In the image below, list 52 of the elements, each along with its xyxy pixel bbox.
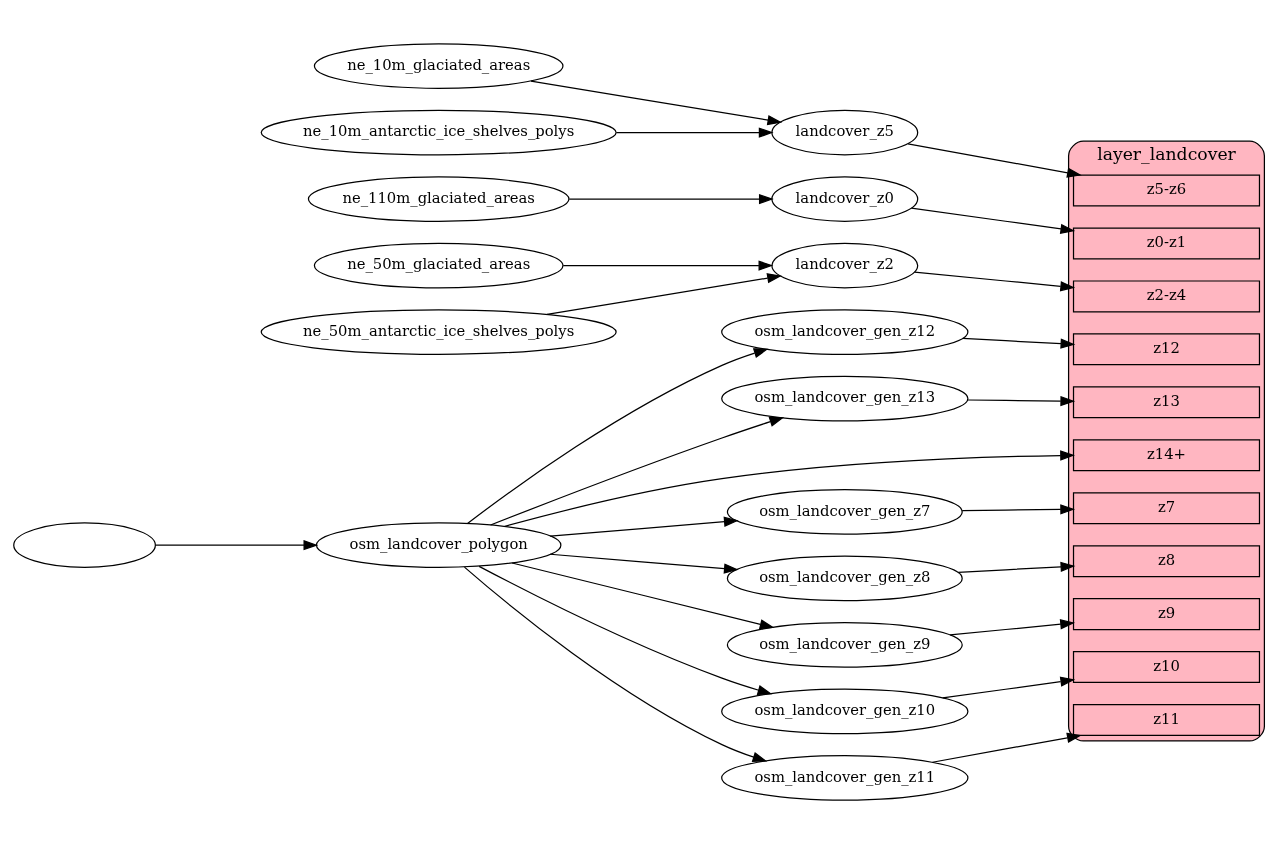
arrow — [562, 259, 774, 271]
node-box: z10 — [1072, 650, 1261, 683]
arrow — [615, 126, 774, 138]
arrow — [931, 732, 1082, 763]
node-ellipse — [13, 521, 156, 568]
node-box: z14+ — [1072, 438, 1261, 471]
node-ellipse: landcover_z5 — [771, 109, 919, 155]
node-ellipse: osm_landcover_gen_z12 — [721, 308, 969, 355]
arrow — [910, 207, 1076, 234]
node-ellipse: osm_landcover_gen_z9 — [726, 621, 963, 668]
arrow — [568, 193, 774, 204]
node-box: z11 — [1072, 703, 1261, 736]
arrow — [489, 416, 785, 526]
arrow — [463, 566, 768, 762]
node-ellipse: osm_landcover_gen_z8 — [726, 555, 963, 601]
node-ellipse: ne_50m_antarctic_ice_shelves_polys — [260, 308, 617, 355]
arrow — [913, 271, 1076, 291]
node-box: z5-z6 — [1072, 173, 1261, 206]
node-box: z8 — [1072, 544, 1261, 577]
node-box: z12 — [1072, 332, 1261, 365]
node-ellipse: ne_50m_glaciated_areas — [313, 242, 564, 288]
arrow — [907, 142, 1082, 178]
arrow — [549, 516, 739, 537]
node-ellipse: landcover_z0 — [771, 175, 919, 222]
arrow — [511, 561, 775, 629]
arrow — [466, 347, 769, 524]
arrow — [957, 561, 1076, 573]
arrow — [949, 618, 1075, 635]
node-ellipse: osm_landcover_gen_z10 — [721, 688, 969, 734]
node-ellipse: osm_landcover_polygon — [315, 521, 562, 568]
node-box: z13 — [1072, 385, 1261, 418]
arrow — [478, 565, 773, 695]
node-ellipse: landcover_z2 — [771, 242, 919, 288]
node-box: z2-z4 — [1072, 279, 1261, 312]
node-ellipse: ne_10m_glaciated_areas — [313, 42, 564, 89]
arrow — [962, 337, 1076, 349]
node-ellipse: osm_landcover_gen_z7 — [726, 488, 963, 535]
node-box: z9 — [1072, 597, 1261, 630]
node-ellipse: osm_landcover_gen_z11 — [721, 754, 969, 801]
node-box: z0-z1 — [1072, 226, 1261, 259]
arrow — [530, 80, 783, 125]
arrow — [961, 503, 1076, 515]
arrow — [546, 272, 782, 315]
arrow — [942, 676, 1076, 699]
node-ellipse: ne_110m_glaciated_areas — [307, 175, 570, 222]
arrow — [155, 539, 319, 550]
arrow — [504, 449, 1075, 527]
node-ellipse: ne_10m_antarctic_ice_shelves_polys — [260, 109, 617, 155]
arrow — [549, 553, 739, 574]
node-box: z7 — [1072, 491, 1261, 524]
arrow — [967, 395, 1076, 406]
node-ellipse: osm_landcover_gen_z13 — [721, 375, 969, 421]
